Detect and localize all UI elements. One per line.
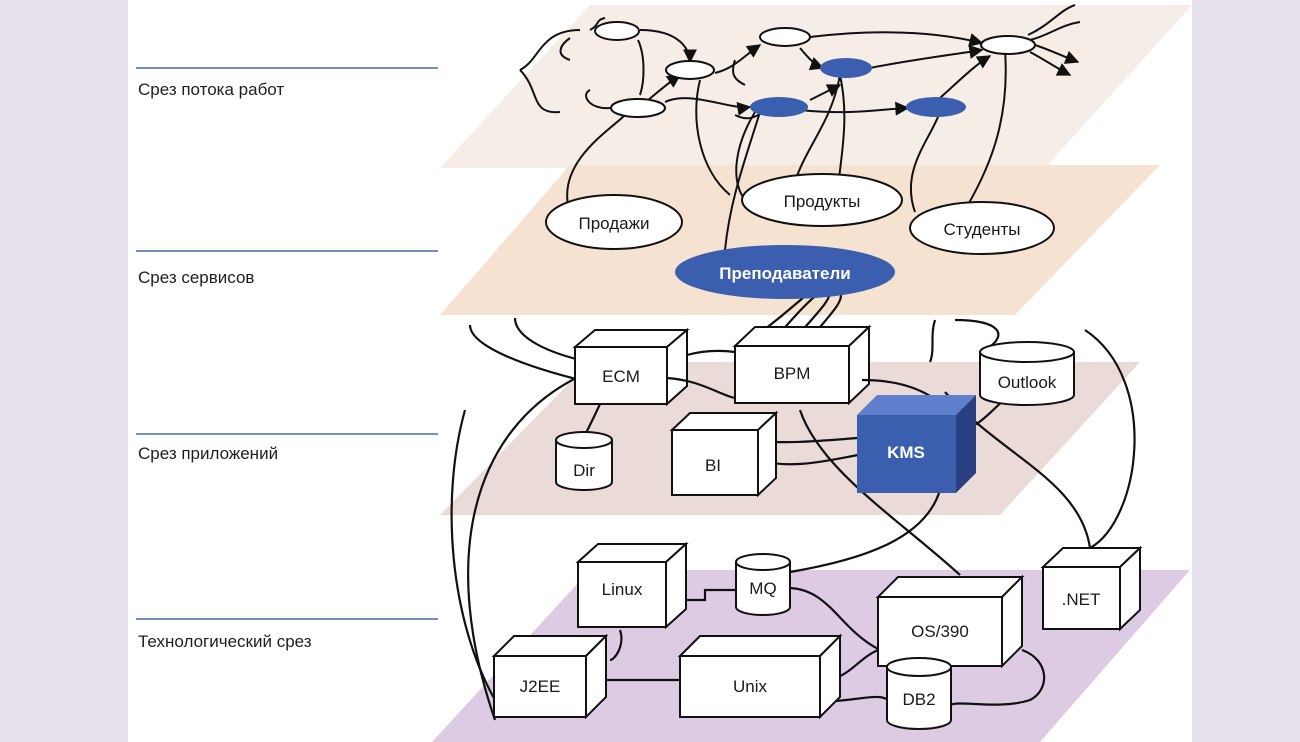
service-teachers-label: Преподаватели xyxy=(719,264,850,283)
app-bpm-label: BPM xyxy=(774,364,811,383)
services-layer-rule xyxy=(136,250,438,252)
tech-unix-label: Unix xyxy=(733,677,768,696)
service-sales-label: Продажи xyxy=(579,214,650,233)
workflow-node-active xyxy=(906,97,966,117)
app-ecm-label: ECM xyxy=(602,367,640,386)
tech-layer-label: Технологический срез xyxy=(138,632,312,651)
app-ecm-box xyxy=(572,327,690,407)
tech-os390-label: OS/390 xyxy=(911,622,969,641)
service-sales-shape xyxy=(545,194,683,250)
tech-j2ee-label: J2EE xyxy=(520,677,561,696)
tech-os390-box xyxy=(875,574,1025,669)
workflow-plane xyxy=(440,5,1192,168)
app-outlook-cylinder xyxy=(979,341,1075,406)
services-layer-label: Срез сервисов xyxy=(138,268,255,287)
workflow-node-active xyxy=(820,58,872,78)
apps-layer-rule xyxy=(136,433,438,435)
app-outlook-label: Outlook xyxy=(998,373,1057,392)
tech-db2-label: DB2 xyxy=(902,690,935,709)
tech-net-box xyxy=(1040,545,1143,632)
app-dir-cylinder xyxy=(555,431,613,491)
workflow-node xyxy=(980,35,1036,55)
workflow-node xyxy=(594,21,640,41)
tech-linux-box xyxy=(575,541,689,630)
tech-unix-box xyxy=(677,633,843,720)
tech-j2ee-box xyxy=(491,633,609,720)
app-dir-label: Dir xyxy=(573,461,595,480)
workflow-layer-rule xyxy=(136,67,438,69)
app-bi-box xyxy=(669,410,779,498)
app-bi-label: BI xyxy=(705,456,721,475)
apps-layer-label: Срез приложений xyxy=(138,444,279,463)
tech-linux-label: Linux xyxy=(602,580,643,599)
workflow-node-active xyxy=(750,97,808,117)
service-products-shape xyxy=(741,173,903,227)
app-bpm-box xyxy=(732,324,872,406)
workflow-layer-label: Срез потока работ xyxy=(138,80,285,99)
tech-mq-label: MQ xyxy=(749,579,776,598)
tech-db2-cylinder xyxy=(886,657,952,730)
workflow-node xyxy=(759,27,811,47)
tech-mq-cylinder xyxy=(735,553,791,616)
service-students-shape xyxy=(909,201,1055,255)
app-kms-label: KMS xyxy=(887,443,925,462)
service-students-label: Студенты xyxy=(944,220,1021,239)
service-teachers-shape xyxy=(675,245,895,299)
workflow-node xyxy=(665,60,715,80)
tech-layer-rule xyxy=(136,618,438,620)
tech-net-label: .NET xyxy=(1062,590,1101,609)
app-kms-box xyxy=(857,395,976,493)
service-products-label: Продукты xyxy=(784,192,861,211)
workflow-node xyxy=(610,98,666,118)
